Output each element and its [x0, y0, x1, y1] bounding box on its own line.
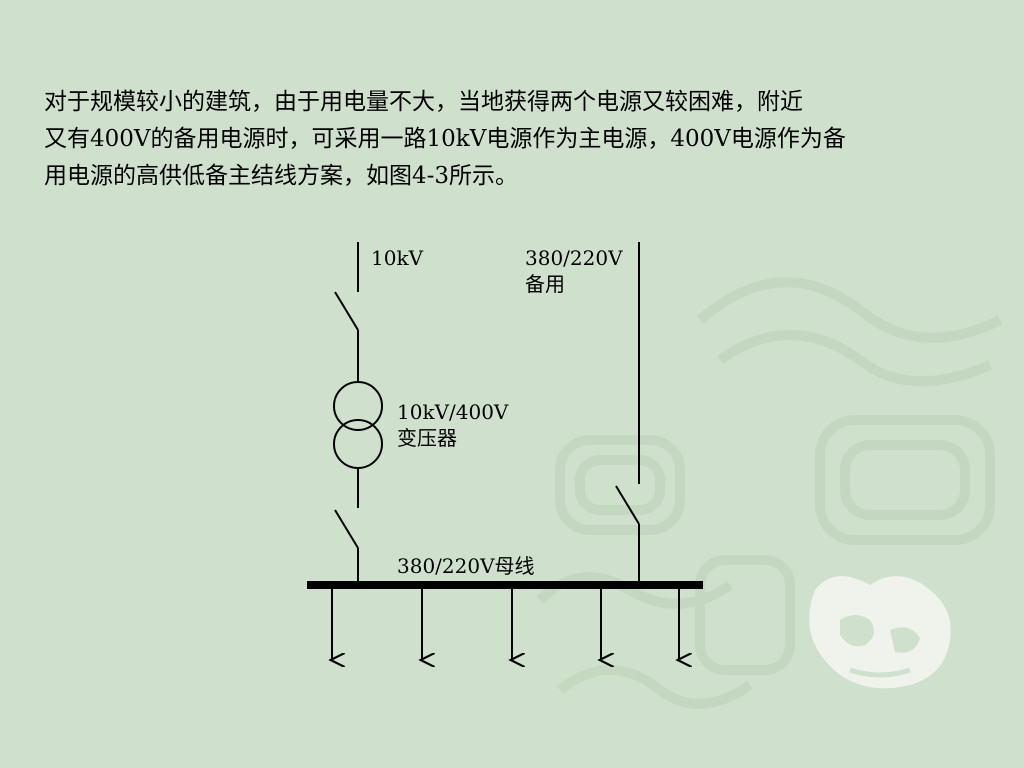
bus-label: 380/220V母线	[397, 554, 535, 578]
backup-source-label-line2: 备用	[525, 272, 565, 296]
backup-switch-blade	[615, 485, 640, 525]
paragraph-line: 用电源的高供低备主结线方案，如图4-3所示。	[44, 163, 519, 189]
paragraph-line: 又有400V的备用电源时，可采用一路10kV电源作为主电源，400V电源作为备	[44, 126, 846, 152]
low-voltage-switch-blade	[334, 509, 359, 549]
description-paragraph: 对于规模较小的建筑，由于用电量不大，当地获得两个电源又较困难，附近 又有400V…	[44, 84, 994, 195]
backup-source-label-line1: 380/220V	[525, 246, 623, 270]
transformer-label-line1: 10kV/400V	[397, 400, 509, 424]
transformer-label-line2: 变压器	[397, 426, 457, 450]
busbar	[307, 581, 703, 589]
main-source-label: 10kV	[371, 246, 424, 270]
paragraph-line: 对于规模较小的建筑，由于用电量不大，当地获得两个电源又较困难，附近	[44, 89, 803, 115]
dragon-emblem-icon	[809, 576, 951, 689]
transformer-secondary-winding-icon	[333, 419, 383, 469]
transformer-primary-winding-icon	[333, 381, 383, 431]
main-switch-blade	[334, 291, 359, 331]
